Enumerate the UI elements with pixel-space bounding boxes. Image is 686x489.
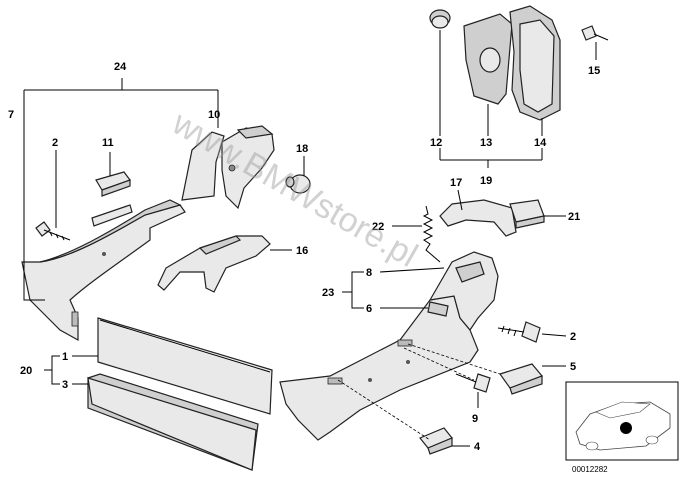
callout-4: 4 — [474, 441, 481, 453]
hole-icon — [102, 252, 106, 256]
assembly-line — [403, 347, 475, 381]
plug-part-18 — [285, 174, 311, 194]
mat-part-3 — [87, 373, 259, 471]
cap-part-11 — [95, 171, 131, 197]
cap-part-4 — [419, 427, 453, 455]
callout-6: 6 — [366, 303, 372, 315]
callout-13: 13 — [480, 137, 492, 149]
callout-24: 24 — [114, 61, 127, 73]
callout-5: 5 — [570, 361, 576, 373]
right-side-trim-panel — [279, 251, 499, 441]
callout-labels: 24 7 10 2 11 18 16 12 13 14 19 15 17 21 … — [8, 61, 600, 453]
cover-strip-part-1 — [97, 317, 273, 415]
screw-part-2-left — [35, 221, 71, 241]
cover-part-17 — [439, 199, 517, 237]
document-number: 00012282 — [572, 465, 608, 474]
callout-8: 8 — [366, 267, 372, 279]
spring-part-22 — [422, 205, 441, 263]
callout-11: 11 — [102, 137, 114, 149]
screw-part-15 — [581, 25, 609, 41]
callout-22: 22 — [372, 221, 384, 233]
left-side-trim-panel — [21, 199, 186, 342]
location-marker-icon — [620, 422, 632, 434]
callout-17: 17 — [450, 177, 462, 189]
car-locator-inset — [565, 381, 679, 461]
callout-12: 12 — [430, 137, 442, 149]
callout-7: 7 — [8, 109, 14, 121]
screw-part-9 — [455, 373, 491, 393]
leader-lines — [23, 30, 597, 447]
callout-10: 10 — [208, 109, 220, 121]
callout-19: 19 — [480, 175, 492, 187]
screw-part-2-right — [497, 321, 541, 343]
callout-9: 9 — [472, 413, 478, 425]
assembly-line — [337, 379, 431, 441]
bracket-part-16 — [157, 235, 271, 293]
callout-23: 23 — [322, 287, 334, 299]
callout-2: 2 — [52, 137, 58, 149]
callout-15: 15 — [588, 65, 600, 77]
grommet-part-12 — [429, 9, 451, 29]
callout-20: 20 — [20, 365, 32, 377]
callout-14: 14 — [534, 137, 547, 149]
trim-cover-part-14 — [509, 5, 561, 121]
callout-21: 21 — [568, 211, 580, 223]
trim-cover-part-13 — [463, 13, 513, 105]
callout-16: 16 — [296, 245, 308, 257]
callout-18: 18 — [296, 143, 308, 155]
callout-2-right: 2 — [570, 331, 576, 343]
callout-3: 3 — [62, 379, 68, 391]
hinge-cover-part-10 — [181, 125, 275, 210]
assembly-line — [407, 343, 501, 375]
callout-1: 1 — [62, 351, 68, 363]
cap-part-5 — [499, 363, 544, 395]
